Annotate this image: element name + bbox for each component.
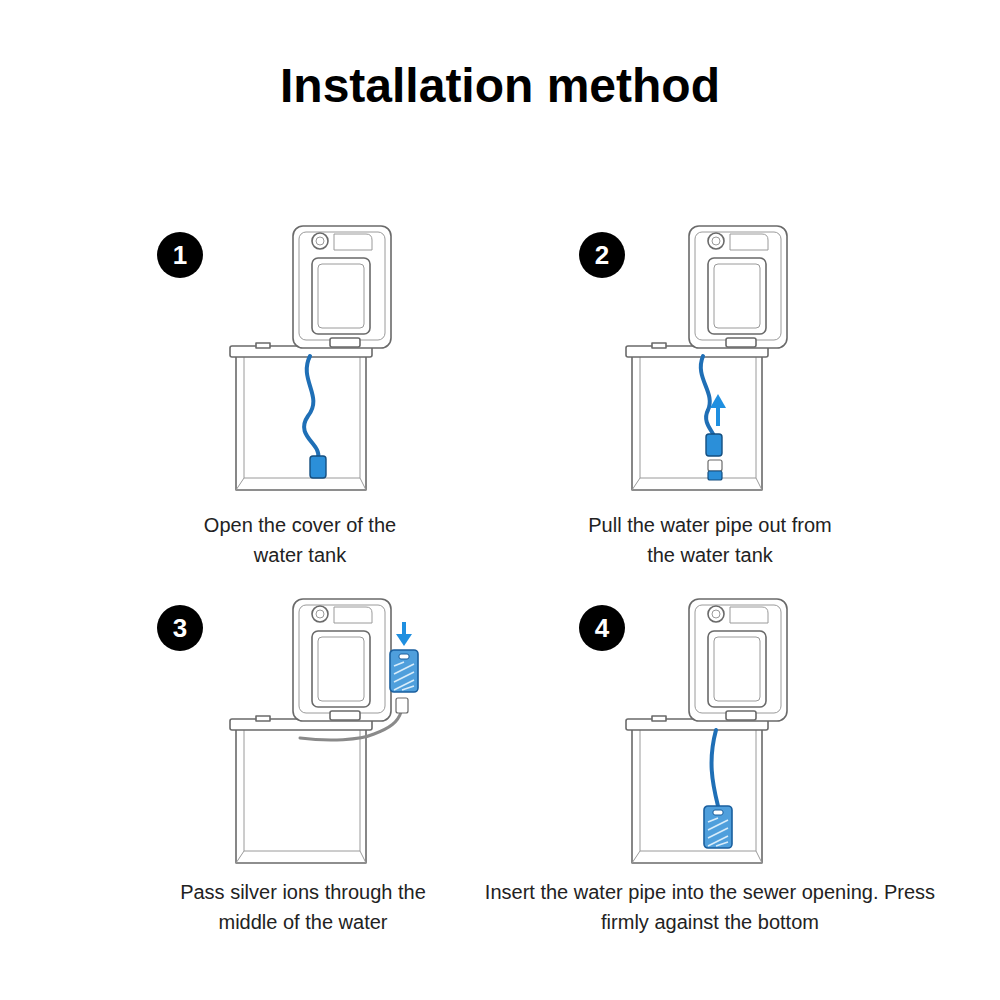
page-title: Installation method [0,58,1000,113]
step-number-text: 3 [157,605,203,651]
step-number-text: 4 [579,605,625,651]
step-caption: Pull the water pipe out from the water t… [585,510,835,570]
step-number-text: 1 [157,232,203,278]
step-number-text: 2 [579,232,625,278]
step-number: 1 [157,232,203,278]
step-caption: Insert the water pipe into the sewer ope… [475,877,945,937]
step-circle-fill [157,232,203,278]
step-number: 4 [579,605,625,651]
step-circle-fill [579,232,625,278]
step-circle-fill [157,605,203,651]
step-number: 3 [157,605,203,651]
step-caption: Pass silver ions through the middle of t… [153,877,453,937]
step-number: 2 [579,232,625,278]
step-caption: Open the cover of the water tank [200,510,400,570]
step-circle-fill [579,605,625,651]
